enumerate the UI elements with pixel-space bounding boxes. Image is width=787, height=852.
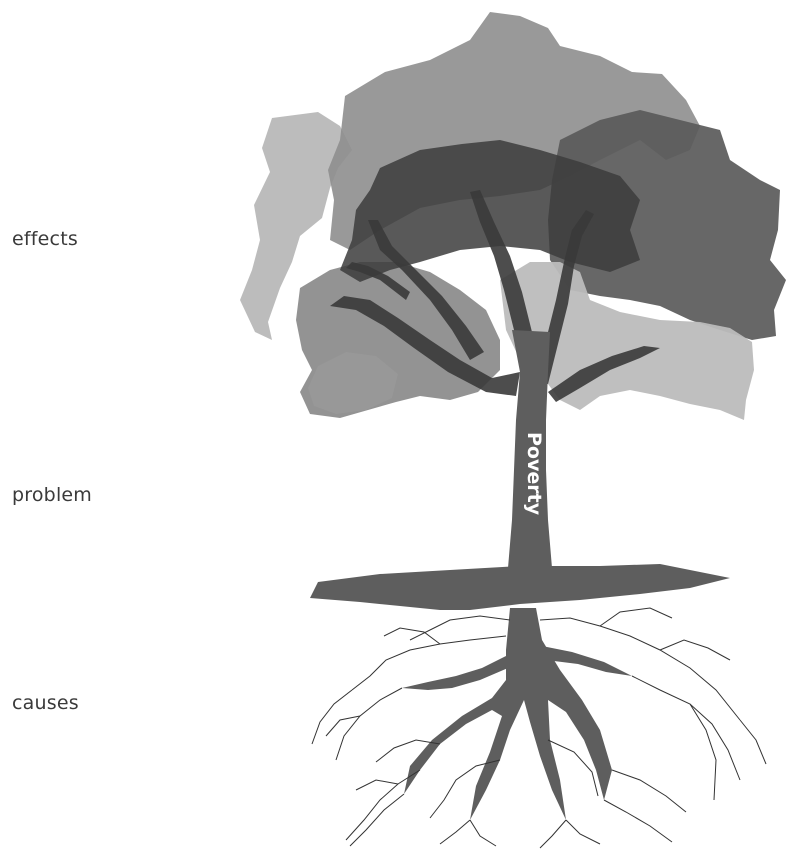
ground (310, 564, 730, 610)
root-side-left (402, 656, 508, 690)
trunk-label: Poverty (523, 432, 545, 516)
canopy (240, 12, 786, 420)
roots (312, 608, 766, 848)
